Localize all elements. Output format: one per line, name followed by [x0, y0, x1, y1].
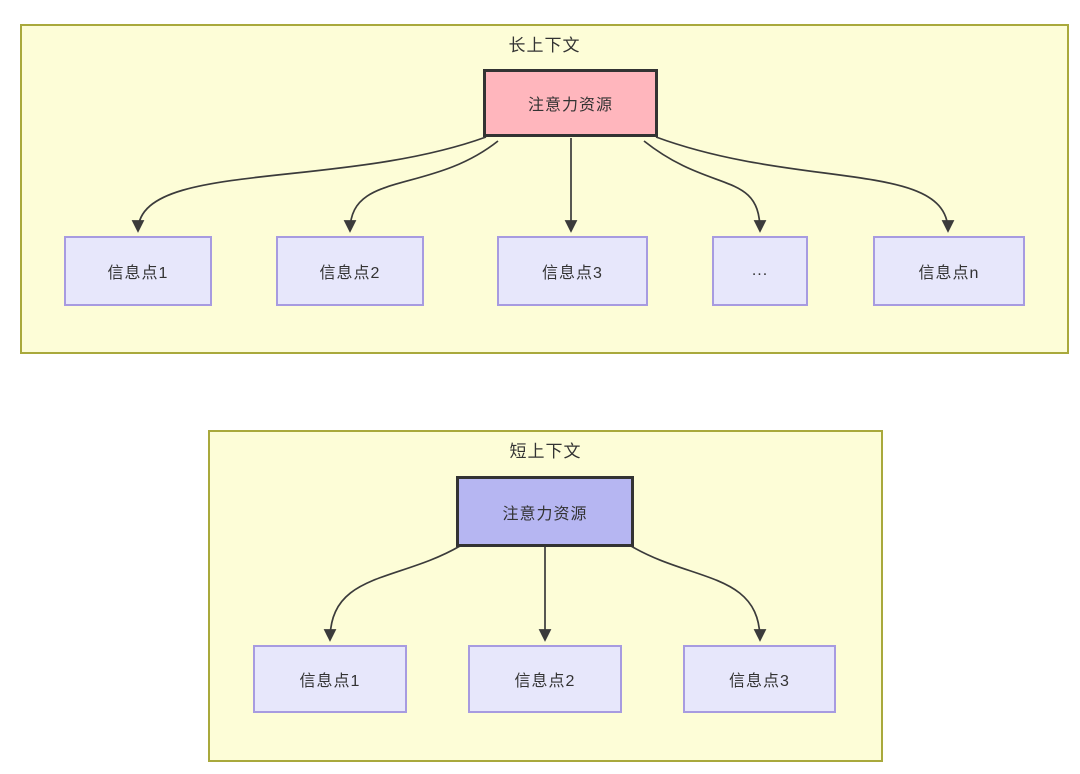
info-point-box-short-3: 信息点3 — [683, 645, 836, 713]
info-point-box-long-3: 信息点3 — [497, 236, 648, 306]
long-context-title: 长上下文 — [508, 36, 581, 55]
attention-resource-box-short: 注意力资源 — [456, 476, 634, 547]
info-point-box-long-1: 信息点1 — [64, 236, 212, 306]
info-point-box-short-2: 信息点2 — [468, 645, 622, 713]
short-context-title: 短上下文 — [509, 442, 582, 461]
info-point-box-long-ellipsis: ... — [712, 236, 808, 306]
info-point-box-long-n: 信息点n — [873, 236, 1025, 306]
info-point-box-short-1: 信息点1 — [253, 645, 407, 713]
attention-resource-box-long: 注意力资源 — [483, 69, 658, 137]
info-point-box-long-2: 信息点2 — [276, 236, 424, 306]
